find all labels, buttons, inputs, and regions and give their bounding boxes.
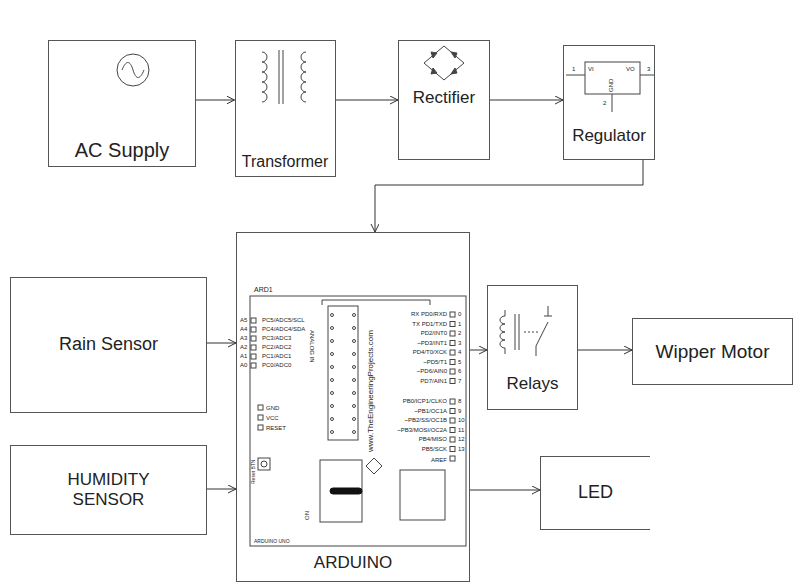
board-label: 2 xyxy=(458,330,461,336)
board-label: www.TheEngineeringProjects.com xyxy=(367,330,375,452)
board-label: PD4/T0/XCK xyxy=(413,349,447,355)
board-label: 8 xyxy=(458,398,461,404)
board-label: ~PB2/SS/OC1B xyxy=(404,417,447,423)
block-label: Transformer xyxy=(242,153,329,171)
block-box: Wipper Motor xyxy=(632,318,793,385)
pin-label: 3 xyxy=(647,66,650,72)
board-label: A5 xyxy=(240,317,247,323)
bridge-rectifier-symbol xyxy=(424,46,464,80)
arrow-connector xyxy=(470,350,487,351)
board-label: 11 xyxy=(458,427,464,433)
board-label: A4 xyxy=(240,326,247,332)
board-label: A2 xyxy=(240,344,247,350)
board-label: RX PD0/RXD xyxy=(411,311,447,317)
board-label: PC0/ADC0 xyxy=(262,362,291,368)
board-label: A3 xyxy=(240,335,247,341)
block-box: Rectifier xyxy=(398,40,490,160)
pin-label: GND xyxy=(608,79,614,92)
board-label: PC2/ADC2 xyxy=(262,344,291,350)
board-label: PD2/INT0 xyxy=(421,330,447,336)
block-label: AC Supply xyxy=(75,139,170,162)
reset-button xyxy=(258,458,270,470)
ac-source-symbol xyxy=(117,54,149,86)
block-label: Relays xyxy=(507,374,559,394)
board-label: PB4/MISO xyxy=(419,436,447,442)
board-label: PB5/SCK xyxy=(422,446,447,452)
regulator-symbol xyxy=(566,62,654,112)
board-label: ~PB3/MOSI/OC2A xyxy=(397,427,447,433)
block-label: Regulator xyxy=(572,126,646,146)
header-pins xyxy=(251,312,455,461)
arrow-connector xyxy=(490,100,563,101)
board-label: AREF xyxy=(431,457,447,463)
arrow-connector xyxy=(336,100,399,101)
board-label: PC4/ADC4/SDA xyxy=(262,326,305,332)
block-label: ARDUINO xyxy=(314,553,392,573)
mcu-chip xyxy=(328,306,358,440)
transformer-symbol xyxy=(262,50,306,104)
usb-port xyxy=(400,470,445,520)
block-box: AC Supply xyxy=(48,40,196,167)
relay-symbol xyxy=(500,306,552,356)
board-label: ~PB1/OC1A xyxy=(414,408,447,414)
block-box: HUMIDITY SENSOR xyxy=(10,445,207,535)
arrow-connector xyxy=(470,490,540,491)
board-label: ~PD6/AIN0 xyxy=(417,368,447,374)
board-label: 0 xyxy=(458,311,461,317)
block-box: Relays xyxy=(487,285,578,410)
board-label: PC1/ADC1 xyxy=(262,353,291,359)
arrow-connector xyxy=(207,343,236,344)
block-label: Rectifier xyxy=(413,88,475,108)
block-label: LED xyxy=(578,482,613,503)
board-label: PB0/ICP1/CLKO xyxy=(403,398,447,404)
board-label: PC3/ADC3 xyxy=(262,335,291,341)
board-label: PC5/ADC5/SCL xyxy=(262,317,305,323)
board-label: PD7/AIN1 xyxy=(420,378,447,384)
arrow-connector xyxy=(578,350,632,351)
board-label: RESET xyxy=(266,425,286,431)
pin-label: VI xyxy=(588,66,594,72)
board-label: 7 xyxy=(458,378,461,384)
board-label: ~PD3/INT1 xyxy=(417,340,447,346)
board-label: A0 xyxy=(240,362,247,368)
board-label: VCC xyxy=(266,415,279,421)
board-label: ANALOG IN xyxy=(309,330,315,363)
arrow-connector xyxy=(196,100,235,101)
pin-label: 2 xyxy=(603,100,606,106)
arrow-connector xyxy=(207,489,236,490)
block-label: Rain Sensor xyxy=(59,334,158,355)
board-label: GND xyxy=(266,405,279,411)
board-label: ARD1 xyxy=(254,286,273,293)
block-box: Transformer xyxy=(235,40,336,177)
block-label: HUMIDITY SENSOR xyxy=(49,470,169,509)
board-label: 9 xyxy=(458,408,461,414)
board-label: 3 xyxy=(458,340,461,346)
crystal xyxy=(366,458,382,474)
board-label: A1 xyxy=(240,353,247,359)
board-label: 13 xyxy=(458,446,465,452)
sine-wave xyxy=(122,63,144,78)
board-label: 10 xyxy=(458,417,465,423)
board-label: TX PD1/TXD xyxy=(412,321,447,327)
power-jack xyxy=(320,460,362,522)
board-label: 5 xyxy=(458,359,461,365)
board-label: 1 xyxy=(458,321,461,327)
board-label: ARDUINO UNO xyxy=(254,539,290,544)
board-label: ON xyxy=(304,511,310,520)
block-box: LED xyxy=(540,456,650,530)
board-label: Reset BTN xyxy=(251,460,256,484)
arrow-connector xyxy=(375,160,643,232)
block-label: Wipper Motor xyxy=(655,341,769,363)
arduino-board xyxy=(250,296,466,546)
board-label: 6 xyxy=(458,368,461,374)
pin-label: VO xyxy=(626,66,635,72)
board-label: 12 xyxy=(458,436,465,442)
pin-label: 1 xyxy=(572,66,575,72)
block-box: Rain Sensor xyxy=(10,277,207,413)
block-box: Regulator xyxy=(563,45,655,160)
board-label: ~PD5/T1 xyxy=(423,359,447,365)
board-label: 4 xyxy=(458,349,461,355)
